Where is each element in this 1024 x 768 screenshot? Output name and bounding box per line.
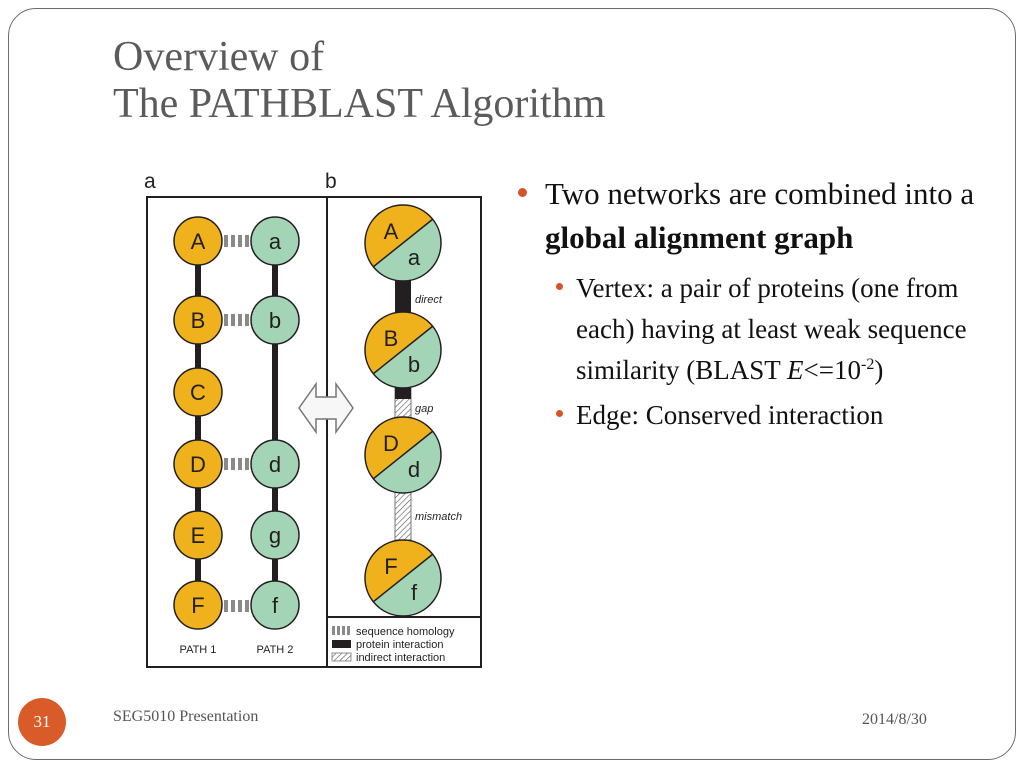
double-arrow-icon [298,381,354,435]
path1-node-label: F [191,593,204,618]
merged-node-bottom: f [411,580,418,605]
title-line-2: The PATHBLAST Algorithm [113,81,606,127]
panel-b-frame [326,196,482,668]
pathblast-figure: a b A B C D E F [142,168,484,672]
legend-sequence-homology-swatch [332,626,350,635]
vertex-threshold: <=10 [803,355,861,385]
path1-node-label: B [191,308,206,333]
edge-label-mismatch: mismatch [415,511,462,523]
vertex-exponent: -2 [860,356,875,373]
path1-node-label: A [191,229,206,254]
path2-node-label: g [269,523,281,548]
merged-node-bottom: d [408,457,420,482]
merged-node-top: A [384,219,399,244]
homology-mark-b [224,314,249,326]
footer-date: 2014/8/30 [862,711,927,728]
path2-node: g [250,510,300,560]
edge-label-gap: gap [415,403,433,415]
path2-node: a [250,216,300,266]
path2-label: PATH 2 [257,644,294,656]
path1-node: E [173,510,223,560]
path1-label: PATH 1 [180,644,217,656]
path1-node: A [173,216,223,266]
path1-node: D [173,439,223,489]
sub-bullet-dot-icon [556,283,563,290]
merged-node: A a [364,204,442,282]
path2-node: d [250,439,300,489]
homology-mark-d [224,458,249,470]
path2-node-label: f [272,593,279,618]
path2-node-label: b [269,308,281,333]
path2-node: f [250,580,300,630]
bullet-dot-icon [518,188,527,197]
merged-node-bottom: b [408,352,420,377]
legend-sequence-homology: sequence homology [356,626,455,638]
path1-node: C [173,367,223,417]
sub-bullet-vertex: Vertex: a pair of proteins (one from eac… [556,268,996,391]
panel-a-label: a [144,170,156,193]
path2-node-label: d [269,452,281,477]
homology-mark-f [224,600,249,612]
path1-node-label: E [191,523,206,548]
slide-title: Overview of The PATHBLAST Algorithm [113,34,913,128]
sub-bullet-edge: Edge: Conserved interaction [556,395,996,436]
path2-node-label: a [269,229,282,254]
legend: sequence homology protein interaction in… [331,626,455,664]
slide-frame [8,8,1016,760]
merged-node-top: B [384,326,399,351]
homology-mark-a [224,235,249,247]
merged-node: B b [364,311,442,389]
bullet-bold-text: global alignment graph [545,220,854,255]
vertex-close: ) [874,355,884,385]
path1-node-label: D [190,452,206,477]
pathblast-diagram: a b A B C D E F [144,170,482,668]
bullet-list: Two networks are combined into a global … [516,172,996,436]
edge-text: Edge: Conserved interaction [576,400,884,430]
merged-node: D d [364,416,442,494]
edge-label-direct: direct [415,294,443,306]
legend-indirect-interaction-swatch [331,652,352,662]
footer-presentation-name: SEG5010 Presentation [113,708,259,725]
vertex-text: Vertex: a pair of proteins (one from eac… [576,273,967,385]
legend-indirect-interaction: indirect interaction [356,652,445,664]
bullet-global-alignment: Two networks are combined into a global … [516,172,996,260]
path1-node-label: C [190,380,206,405]
bullet-text: Two networks are combined into a [545,176,975,211]
panel-b-label: b [325,170,337,193]
title-line-1: Overview of [113,34,325,80]
merged-node-top: D [383,431,399,456]
legend-protein-interaction: protein interaction [356,639,443,651]
panel-a-frame [146,196,328,668]
path1-node: F [173,580,223,630]
path2-node: b [250,295,300,345]
sequence-homology-marks [224,235,249,612]
vertex-e-value: E [787,355,804,385]
sub-bullet-dot-icon [556,410,563,417]
legend-protein-interaction-swatch [332,640,351,648]
merged-node-bottom: a [408,245,421,270]
merged-node-top: F [384,554,397,579]
slide-number-badge: 31 [18,698,66,746]
path1-node: B [173,295,223,345]
merged-node: F f [364,539,442,617]
